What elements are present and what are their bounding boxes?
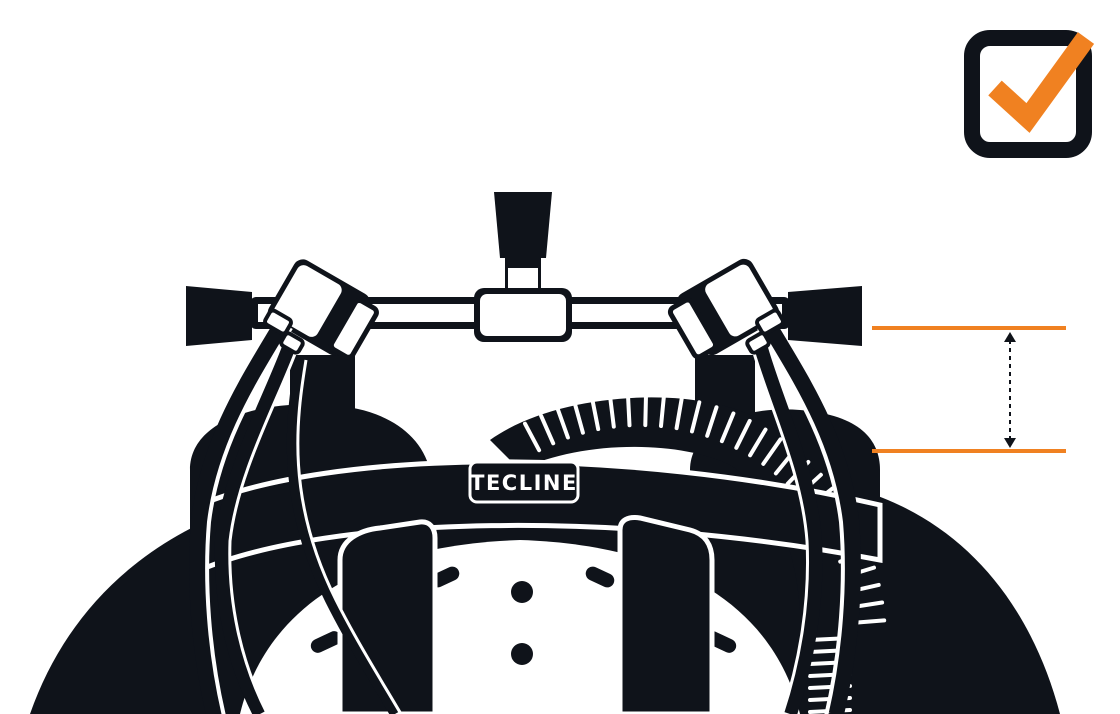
left-hoses [189, 321, 403, 714]
hose-rib [705, 405, 719, 438]
left-valve-knob [186, 286, 252, 346]
checkbox-checked-icon [964, 30, 1095, 158]
hose-rib [674, 396, 684, 431]
hose-rib [659, 394, 666, 428]
hose-rib [748, 427, 768, 458]
hose-rib [626, 393, 632, 428]
hose-rib [761, 437, 783, 466]
tecline-logo: TECLINE [468, 460, 580, 504]
isolator-valve [474, 192, 572, 342]
backplate-hole [511, 581, 533, 603]
right-first-stage [667, 258, 780, 360]
hose-rib [643, 393, 648, 428]
right-valve-knob [788, 286, 862, 346]
hose-rib [539, 413, 556, 446]
hose-rib [523, 421, 542, 453]
double-arrow-vertical-icon [1004, 332, 1016, 448]
hose-rib [852, 618, 887, 625]
tecline-logo-text: TECLINE [470, 471, 578, 495]
right-hoses [750, 321, 861, 714]
hose-rib [690, 400, 702, 434]
hose-rib [555, 407, 570, 440]
backplate-hole [511, 643, 533, 665]
hose-rib [608, 394, 616, 429]
height-indicator [872, 326, 1066, 453]
hose-rib [590, 397, 601, 432]
hose-rib [719, 411, 736, 444]
hose-fittings [263, 308, 785, 355]
hose-rib [734, 418, 752, 450]
hose-rib [572, 401, 585, 435]
